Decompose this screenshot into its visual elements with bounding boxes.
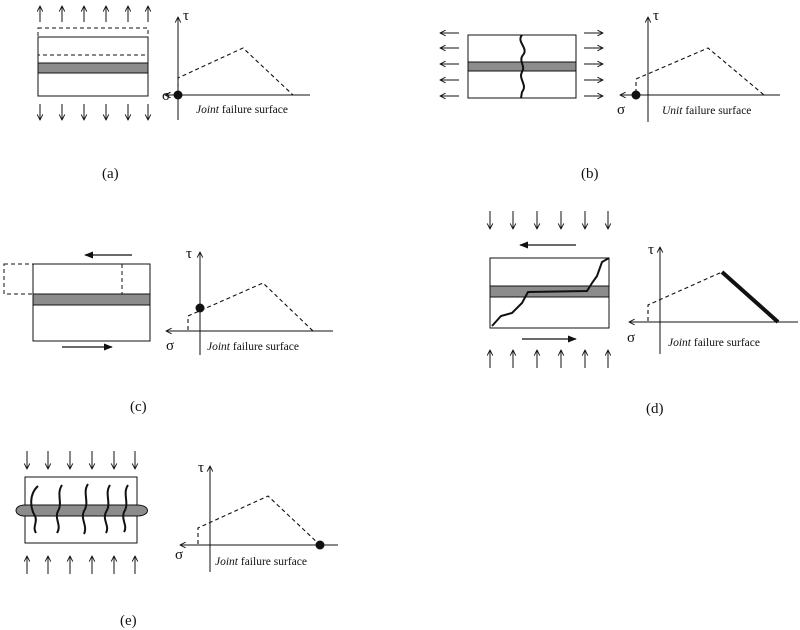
panel-label-b: (b)	[581, 166, 599, 182]
panel-c-specimen	[3, 251, 151, 351]
tau-label: τ	[648, 242, 654, 258]
tension-arrows-right	[584, 33, 603, 96]
panel-label-c: (c)	[130, 399, 147, 415]
tension-arrows-top	[40, 6, 148, 22]
failure-envelope	[635, 47, 765, 96]
sigma-label: σ	[162, 88, 170, 104]
failure-surface-label: Joint failure surface	[196, 104, 288, 116]
panel-label-e: (e)	[120, 613, 137, 629]
splitting-cracks	[30, 483, 129, 535]
failure-surface-label: Joint failure surface	[215, 556, 307, 568]
panel-c: τ σ Joint failure surface (c)	[3, 246, 333, 415]
panel-a: τ σ Joint failure surface (a)	[38, 6, 310, 182]
panel-b-failure-plot: τ σ Unit failure surface	[617, 8, 780, 122]
failure-envelope	[197, 495, 321, 546]
failure-surface-label: Unit failure surface	[662, 105, 751, 117]
mortar-joint	[32, 293, 151, 306]
failure-envelope	[177, 47, 294, 96]
compression-arrows-top	[27, 451, 135, 469]
tau-label: τ	[183, 8, 189, 24]
failure-envelope-active-branch	[720, 270, 780, 324]
compression-arrows-bottom	[490, 350, 608, 368]
failure-point	[631, 90, 641, 100]
panel-e-failure-plot: τ σ Joint failure surface	[175, 460, 338, 572]
panel-e: τ σ Joint failure surface (e)	[15, 451, 338, 629]
tension-arrows-left	[440, 33, 459, 96]
sigma-label: σ	[627, 330, 635, 346]
panel-label-d: (d)	[646, 401, 664, 417]
failure-point	[195, 303, 205, 313]
compression-arrows-top	[490, 211, 608, 229]
panel-c-failure-plot: τ σ Joint failure surface	[166, 246, 333, 355]
failure-point	[173, 90, 183, 100]
tau-label: τ	[653, 8, 659, 24]
tension-arrows-bottom	[40, 104, 148, 120]
mortar-joint-bulged	[15, 504, 148, 517]
tau-label: τ	[186, 246, 192, 262]
panel-a-failure-plot: τ σ Joint failure surface	[162, 8, 310, 120]
failure-surface-label: Joint failure surface	[668, 337, 760, 349]
crack	[519, 34, 526, 99]
mortar-joint	[37, 62, 149, 74]
compression-arrows-bottom	[27, 556, 135, 574]
panel-e-specimen	[15, 451, 148, 574]
failure-envelope	[647, 271, 723, 321]
panel-b: τ σ Unit failure surface (b)	[440, 8, 780, 182]
panel-label-a: (a)	[102, 166, 119, 182]
sigma-label: σ	[166, 338, 174, 354]
panel-a-specimen	[38, 6, 148, 120]
panel-d: τ σ Joint failure surface (d)	[490, 211, 798, 417]
panel-d-specimen	[490, 211, 609, 368]
failure-envelope	[187, 282, 314, 332]
stepped-crack	[491, 257, 610, 327]
sigma-label: σ	[175, 547, 183, 563]
failure-point	[315, 540, 325, 550]
specimen-displaced-outline	[37, 27, 149, 56]
tau-label: τ	[198, 460, 204, 476]
panel-d-failure-plot: τ σ Joint failure surface	[627, 242, 798, 354]
sigma-label: σ	[617, 102, 625, 118]
failure-surface-label: Joint failure surface	[207, 341, 299, 353]
panel-b-specimen	[440, 33, 603, 98]
